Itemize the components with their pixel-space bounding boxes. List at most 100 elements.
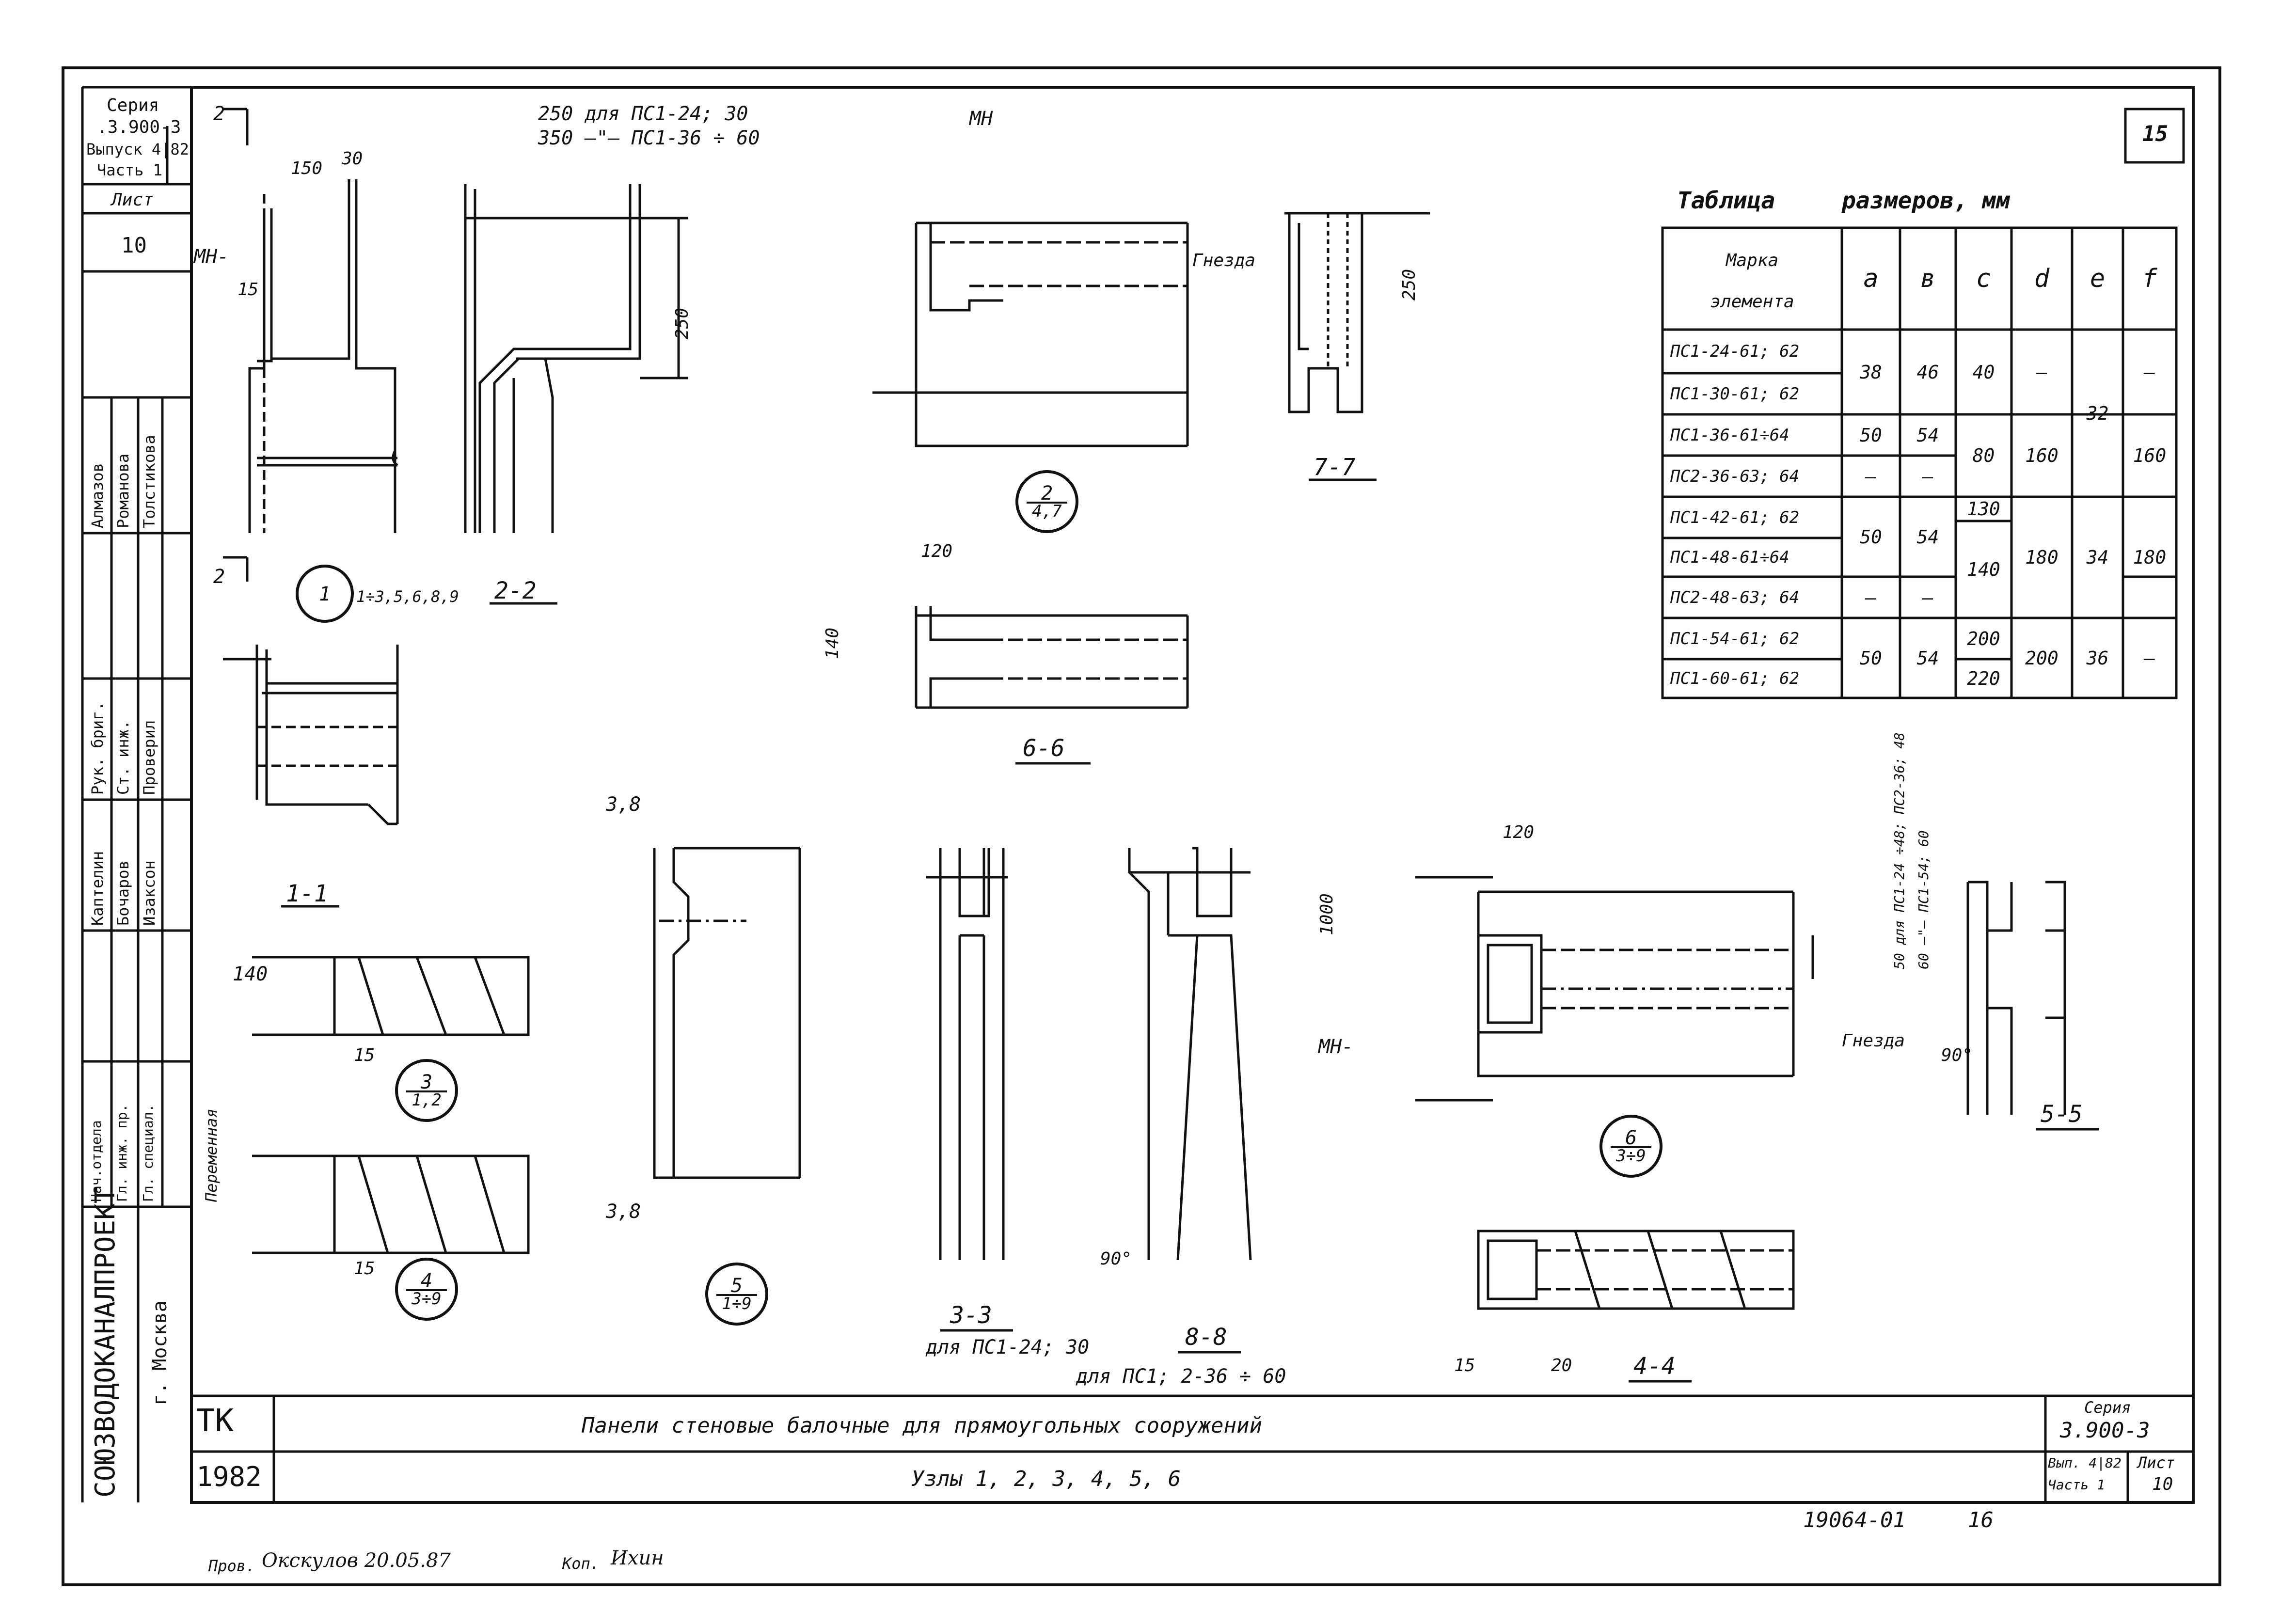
dim-120-66: 120 — [921, 541, 953, 561]
stamp-part: Часть 1 — [97, 161, 162, 179]
header-a: a — [1863, 264, 1879, 293]
cell-c-1: 40 — [1972, 361, 1995, 383]
signer-4: Каптелин — [88, 851, 107, 926]
cell-b-4: — — [1922, 465, 1933, 487]
page-number: 16 — [1968, 1508, 1994, 1532]
row-mark-9: ПС1-60-61; 62 — [1670, 669, 1800, 688]
tb-series-label: Серия — [2084, 1398, 2131, 1417]
cell-f-8: — — [2144, 647, 2155, 669]
side-55-a: 50 для ПС1-24 ÷48; ПС2-36; 48 — [1891, 732, 1907, 969]
node-2-marker: 2 4,7 — [1015, 470, 1078, 533]
cell-c-5: 130 — [1967, 498, 2000, 520]
view-1-1: 1-1 — [286, 880, 328, 907]
cell-a-3: 50 — [1860, 424, 1882, 446]
cell-e-8: 36 — [2086, 647, 2109, 669]
drawing-subtitle: Узлы 1, 2, 3, 4, 5, 6 — [911, 1467, 1181, 1491]
node-1-ref: 1÷3,5,6,8,9 — [356, 587, 459, 606]
cell-b-1: 46 — [1916, 361, 1939, 383]
signer-2: Романова — [114, 453, 132, 528]
stamp-sheet-value: 10 — [121, 233, 147, 258]
cell-c-6: 140 — [1967, 559, 2000, 580]
header-mark-2: элемента — [1710, 292, 1794, 312]
tb-part: Часть 1 — [2048, 1477, 2106, 1493]
dim-250-v2: 250 — [1399, 268, 1419, 300]
dim-2-bottom: 2 — [213, 566, 225, 588]
tb-series-value: 3.900-3 — [2060, 1418, 2150, 1443]
cell-b-7: — — [1922, 586, 1933, 608]
label-nests-top: Гнезда — [1192, 251, 1256, 270]
dim-90: 90° — [1100, 1249, 1132, 1269]
row-mark-1: ПС1-24-61; 62 — [1670, 342, 1800, 361]
org-city: г. Москва — [149, 1300, 171, 1406]
checked-label: Пров. — [208, 1557, 255, 1575]
dim-2-top: 2 — [213, 103, 225, 125]
role-2: Ст. инж. — [114, 720, 132, 795]
cell-a-7: — — [1865, 586, 1877, 608]
label-nests-55: Гнезда — [1842, 1031, 1905, 1051]
role-3: Проверил — [140, 720, 158, 795]
title-tk: ТК — [196, 1403, 234, 1439]
row-mark-5: ПС1-42-61; 62 — [1670, 507, 1800, 527]
dim-250-v: 250 — [672, 307, 692, 339]
title-year: 1982 — [196, 1461, 262, 1493]
cell-a-4: — — [1865, 465, 1877, 487]
row-mark-6: ПС1-48-61÷64 — [1670, 548, 1789, 567]
cell-c-3: 80 — [1972, 445, 1995, 466]
cell-e-1: 32 — [2086, 402, 2109, 424]
cell-d-3: 160 — [2025, 445, 2058, 466]
dim-140-66: 140 — [823, 627, 842, 659]
cell-d-1: — — [2036, 361, 2047, 383]
cell-b-3: 54 — [1916, 424, 1939, 446]
node-3-marker: 3 1,2 — [395, 1059, 458, 1122]
view-7-7: 7-7 — [1314, 454, 1356, 481]
row-mark-3: ПС1-36-61÷64 — [1670, 425, 1789, 445]
label-variable: Переменная — [202, 1108, 221, 1202]
org-name: СОЮЗВОДОКАНАЛПРОЕКТ — [90, 1187, 121, 1498]
dim-150: 150 — [291, 158, 323, 178]
stamp-issue: Выпуск 4|82 — [86, 140, 189, 158]
label-mn-node6: МН- — [1318, 1036, 1354, 1058]
dim-38-bottom: 3,8 — [606, 1200, 641, 1223]
view-3-3-note: для ПС1-24; 30 — [926, 1336, 1090, 1358]
view-4-4: 4-4 — [1633, 1353, 1676, 1380]
row-mark-4: ПС2-36-63; 64 — [1670, 466, 1800, 486]
view-3-3: 3-3 — [950, 1302, 992, 1329]
tb-sheet-value: 10 — [2152, 1474, 2173, 1494]
cell-c-9: 220 — [1967, 668, 2000, 689]
signer-5: Бочаров — [114, 860, 132, 926]
node-4-marker: 4 3÷9 — [395, 1258, 458, 1321]
node-1-marker: 1 — [296, 565, 354, 623]
node-5-marker: 5 1÷9 — [705, 1263, 768, 1326]
dim-30: 30 — [342, 149, 363, 169]
drawing-title: Панели стеновые балочные для прямоугольн… — [582, 1413, 1262, 1438]
corner-sheet-number: 15 — [2142, 122, 2168, 146]
signer-6: Изаксон — [140, 860, 158, 926]
table-title-rest: размеров, мм — [1842, 187, 2010, 214]
cell-b-5: 54 — [1916, 526, 1939, 548]
row-mark-8: ПС1-54-61; 62 — [1670, 629, 1800, 648]
view-5-5: 5-5 — [2041, 1101, 2083, 1128]
side-55-b: 60 —"— ПС1-54; 60 — [1916, 830, 1932, 969]
header-f: f — [2142, 264, 2157, 293]
copy-signature: Ихин — [611, 1547, 664, 1569]
copy-label: Коп. — [562, 1554, 600, 1573]
cell-c-8: 200 — [1967, 628, 2000, 649]
header-d: d — [2034, 264, 2050, 293]
signer-3: Толстикова — [140, 435, 158, 528]
row-mark-2: ПС1-30-61; 62 — [1670, 384, 1800, 404]
checked-signature: Окскулов 20.05.87 — [262, 1549, 451, 1572]
cell-d-5: 180 — [2025, 547, 2058, 568]
cell-e-5: 34 — [2086, 547, 2109, 568]
cell-a-1: 38 — [1860, 361, 1882, 383]
label-mn-left: МН- — [194, 246, 229, 268]
stamp-sheet-label: Лист — [111, 190, 154, 210]
dim-350-note: 350 —"— ПС1-36 ÷ 60 — [538, 127, 760, 149]
cell-a-5: 50 — [1860, 526, 1882, 548]
signer-1: Алмазов — [88, 463, 107, 528]
header-e: e — [2090, 264, 2106, 293]
dim-20-44: 20 — [1551, 1356, 1572, 1375]
dim-140-3: 140 — [233, 963, 268, 985]
cell-d-8: 200 — [2025, 647, 2058, 669]
